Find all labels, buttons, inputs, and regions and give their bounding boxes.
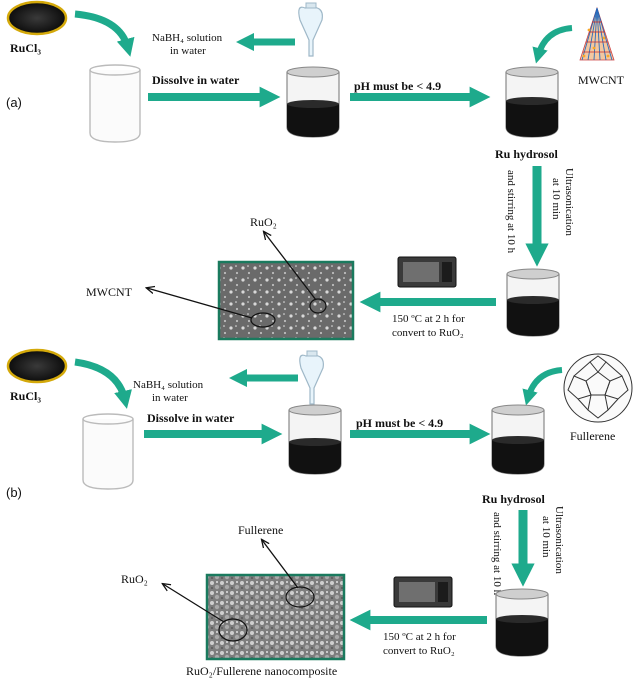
sonication-line1-b: Ultrasonication bbox=[553, 506, 565, 574]
heat-line2-b: convert to RuO₂ bbox=[383, 645, 455, 657]
sem-image-a bbox=[217, 260, 355, 341]
dissolve-label-b: Dissolve in water bbox=[147, 411, 235, 425]
curved-arrow-b1 bbox=[74, 358, 132, 409]
sem-label-left-a: MWCNT bbox=[86, 285, 133, 299]
rucl3-pile-a bbox=[6, 0, 68, 36]
beaker-dispersion-b bbox=[495, 588, 549, 657]
precursor-label-b: RuCl₃ bbox=[10, 389, 41, 403]
heat-line2-a: convert to RuO₂ bbox=[392, 327, 464, 339]
funnel-icon-a bbox=[298, 2, 323, 57]
sem-label-top-a: RuO₂ bbox=[250, 215, 277, 229]
beaker-hydrosol-b bbox=[491, 404, 545, 475]
sem-label-top-b: Fullerene bbox=[238, 523, 283, 537]
mwcnt-icon bbox=[579, 6, 615, 61]
fullerene-icon bbox=[563, 353, 633, 423]
curved-arrow-a1 bbox=[74, 10, 135, 57]
ph-label-b: pH must be < 4.9 bbox=[356, 416, 443, 430]
funnel-icon-b bbox=[299, 350, 324, 405]
sonication-line2-a: at 10 min bbox=[550, 178, 562, 220]
dissolve-label-a: Dissolve in water bbox=[152, 73, 240, 87]
pointer-left-a bbox=[147, 288, 253, 319]
oven-icon-a bbox=[397, 256, 457, 288]
reducer-label-b: NaBH₄ solution bbox=[133, 379, 204, 391]
beaker-hydrosol-a bbox=[505, 66, 559, 138]
panel-b-label: (b) bbox=[6, 485, 22, 500]
empty-beaker-a bbox=[89, 64, 141, 143]
heat-line1-b: 150 ºC at 2 h for bbox=[383, 631, 456, 643]
sonication-line1-a: Ultrasonication bbox=[563, 168, 575, 236]
caption-b: RuO₂/Fullerene nanocomposite bbox=[186, 664, 337, 678]
curved-arrow-a2 bbox=[532, 25, 573, 64]
sem-image-b bbox=[205, 573, 346, 661]
heat-line1-a: 150 ºC at 2 h for bbox=[392, 313, 465, 325]
oven-icon-b bbox=[393, 576, 453, 608]
reducer-sub-a: in water bbox=[170, 45, 206, 57]
curved-arrow-b2 bbox=[522, 367, 563, 406]
beaker-solution-a1 bbox=[286, 66, 340, 138]
sem-label-left-b: RuO₂ bbox=[121, 572, 148, 586]
sonication-line3-b: and stirring at 10 h bbox=[491, 512, 503, 596]
reducer-sub-b: in water bbox=[152, 392, 188, 404]
support-label-b: Fullerene bbox=[570, 429, 615, 443]
pointer-top-a bbox=[264, 232, 317, 301]
beaker-solution-b1 bbox=[288, 404, 342, 475]
precursor-label-a: RuCl₃ bbox=[10, 41, 41, 55]
rucl3-pile-b bbox=[6, 348, 68, 384]
sonication-line2-b: at 10 min bbox=[540, 516, 552, 558]
panel-b: (b) RuCl₃ NaBH₄ solution in water Dissol… bbox=[6, 348, 633, 678]
panel-a: (a) RuCl₃ NaBH₄ solution in water Dissol… bbox=[6, 0, 625, 341]
sonication-line3-a: and stirring at 10 h bbox=[505, 170, 517, 254]
pointer-left-b bbox=[163, 584, 225, 623]
hydrosol-label-b: Ru hydrosol bbox=[482, 492, 545, 506]
empty-beaker-b bbox=[82, 413, 134, 490]
hydrosol-label-a: Ru hydrosol bbox=[495, 147, 558, 161]
ph-label-a: pH must be < 4.9 bbox=[354, 79, 441, 93]
pointer-top-b bbox=[262, 540, 299, 589]
support-label-a: MWCNT bbox=[578, 73, 625, 87]
reducer-label-a: NaBH₄ solution bbox=[152, 32, 223, 44]
panel-a-label: (a) bbox=[6, 95, 22, 110]
beaker-dispersion-a bbox=[506, 268, 560, 337]
